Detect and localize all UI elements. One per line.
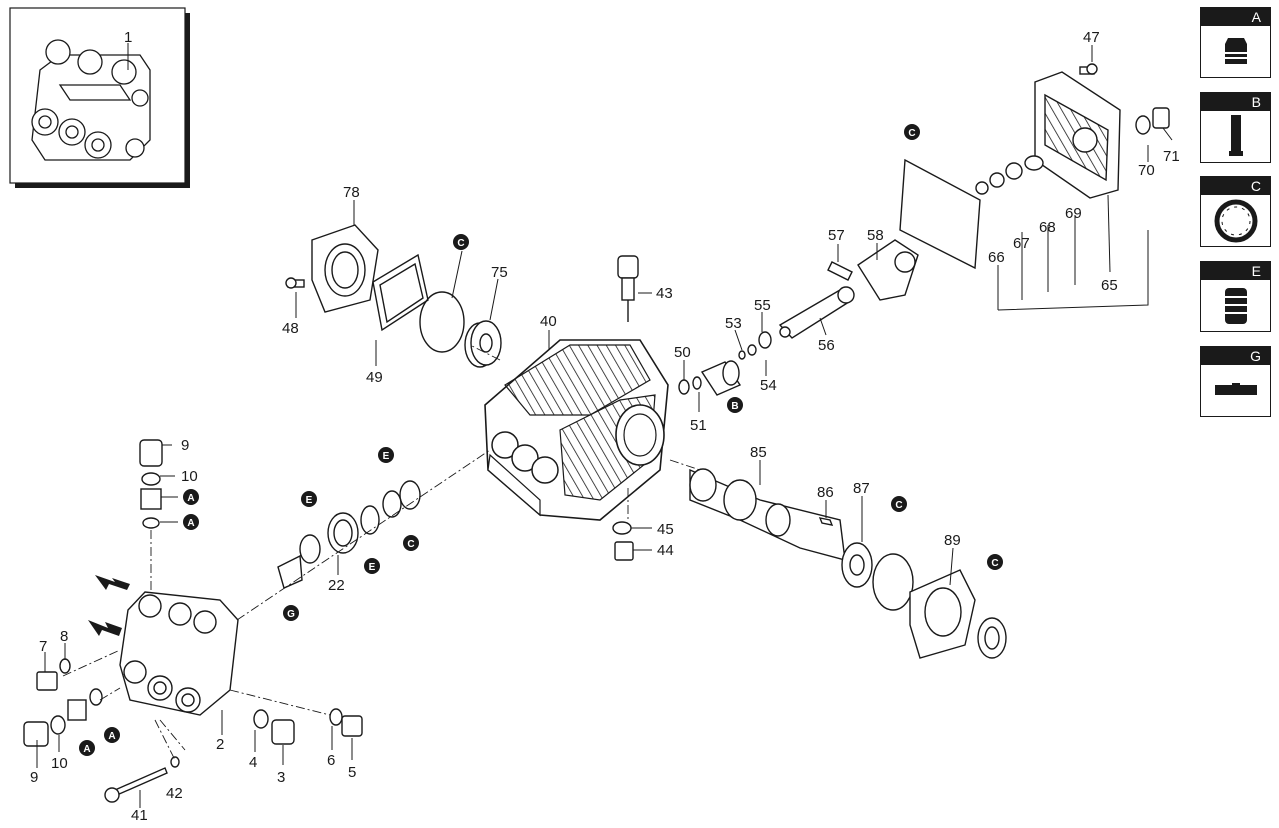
badge-g: G — [283, 605, 299, 621]
svg-text:A: A — [187, 493, 194, 504]
part-label-2: 2 — [216, 736, 224, 753]
part-label-48: 48 — [282, 320, 299, 337]
retainer-icon — [1215, 383, 1257, 395]
legend-a-letter: A — [1201, 8, 1270, 26]
badge-a-4: A — [79, 740, 95, 756]
legend-e-letter: E — [1201, 262, 1270, 280]
part-label-41: 41 — [131, 807, 148, 824]
part-label-87: 87 — [853, 480, 870, 497]
part-label-86: 86 — [817, 484, 834, 501]
part-label-85: 85 — [750, 444, 767, 461]
check-valve-icon — [1223, 38, 1249, 64]
svg-text:B: B — [731, 401, 738, 412]
badge-c-87: C — [891, 496, 907, 512]
part-label-68: 68 — [1039, 219, 1056, 236]
legend-b-letter: B — [1201, 93, 1270, 111]
svg-text:E: E — [306, 495, 313, 506]
plunger-icon — [1229, 115, 1243, 156]
svg-text:A: A — [83, 744, 90, 755]
part-label-40: 40 — [540, 313, 557, 330]
inset-assembly — [9, 7, 190, 188]
part-label-50: 50 — [674, 344, 691, 361]
part-label-43: 43 — [656, 285, 673, 302]
crankcase — [484, 339, 669, 521]
part-label-9b: 9 — [30, 769, 38, 786]
badge-a-1: A — [183, 489, 199, 505]
part-label-69: 69 — [1065, 205, 1082, 222]
part-label-7: 7 — [39, 638, 47, 655]
part-label-49: 49 — [366, 369, 383, 386]
part-label-67: 67 — [1013, 235, 1030, 252]
part-label-53: 53 — [725, 315, 742, 332]
part-label-70: 70 — [1138, 162, 1155, 179]
part-drawings — [23, 63, 1170, 803]
part-label-10a: 10 — [181, 468, 198, 485]
part-label-54: 54 — [760, 377, 777, 394]
part-label-1: 1 — [124, 29, 132, 46]
badge-e-left: E — [301, 491, 317, 507]
svg-text:C: C — [895, 500, 902, 511]
o-ring-icon — [1214, 199, 1258, 243]
part-label-89: 89 — [944, 532, 961, 549]
svg-text:C: C — [407, 539, 414, 550]
seal-icon — [1221, 288, 1251, 324]
part-label-65: 65 — [1101, 277, 1118, 294]
part-label-22: 22 — [328, 577, 345, 594]
part-label-9a: 9 — [181, 437, 189, 454]
svg-text:A: A — [187, 518, 194, 529]
letter-badges: C C C C C B E E E G A A A A — [79, 124, 1003, 756]
part-label-3: 3 — [277, 769, 285, 786]
flow-arrows — [88, 575, 130, 636]
badge-e-top: E — [378, 447, 394, 463]
badge-a-2: A — [183, 514, 199, 530]
badge-a-3: A — [104, 727, 120, 743]
svg-text:A: A — [108, 731, 115, 742]
part-label-42: 42 — [166, 785, 183, 802]
badge-c-75: C — [453, 234, 469, 250]
part-label-10b: 10 — [51, 755, 68, 772]
legend-c: C — [1200, 176, 1271, 247]
part-label-57: 57 — [828, 227, 845, 244]
part-label-78: 78 — [343, 184, 360, 201]
part-label-4: 4 — [249, 754, 257, 771]
svg-text:E: E — [383, 451, 390, 462]
svg-text:C: C — [908, 128, 915, 139]
part-label-75: 75 — [491, 264, 508, 281]
part-label-47: 47 — [1083, 29, 1100, 46]
part-label-55: 55 — [754, 297, 771, 314]
legend-b: B — [1200, 92, 1271, 163]
part-label-44: 44 — [657, 542, 674, 559]
part-label-71: 71 — [1163, 148, 1180, 165]
svg-text:C: C — [991, 558, 998, 569]
badge-c-top: C — [904, 124, 920, 140]
part-labels: 1 2 3 4 5 6 7 8 9 9 10 10 22 40 41 42 43… — [30, 29, 1180, 824]
part-label-6: 6 — [327, 752, 335, 769]
legend-e: E — [1200, 261, 1271, 332]
alignment-lines — [62, 344, 701, 761]
badge-c-seal: C — [403, 535, 419, 551]
leader-lines — [36, 43, 1173, 808]
svg-text:E: E — [369, 562, 376, 573]
part-label-45: 45 — [657, 521, 674, 538]
legend-c-letter: C — [1201, 177, 1270, 195]
assembled-manifold-drawing — [31, 39, 151, 161]
badge-e-bottom: E — [364, 558, 380, 574]
part-label-66: 66 — [988, 249, 1005, 266]
svg-text:C: C — [457, 238, 464, 249]
part-label-8: 8 — [60, 628, 68, 645]
badge-b: B — [727, 397, 743, 413]
part-label-56: 56 — [818, 337, 835, 354]
part-label-5: 5 — [348, 764, 356, 781]
legend-g: G — [1200, 346, 1271, 417]
badge-c-89: C — [987, 554, 1003, 570]
part-label-58: 58 — [867, 227, 884, 244]
legend-a: A — [1200, 7, 1271, 78]
svg-text:G: G — [287, 609, 295, 620]
part-label-51: 51 — [690, 417, 707, 434]
legend-g-letter: G — [1201, 347, 1270, 365]
